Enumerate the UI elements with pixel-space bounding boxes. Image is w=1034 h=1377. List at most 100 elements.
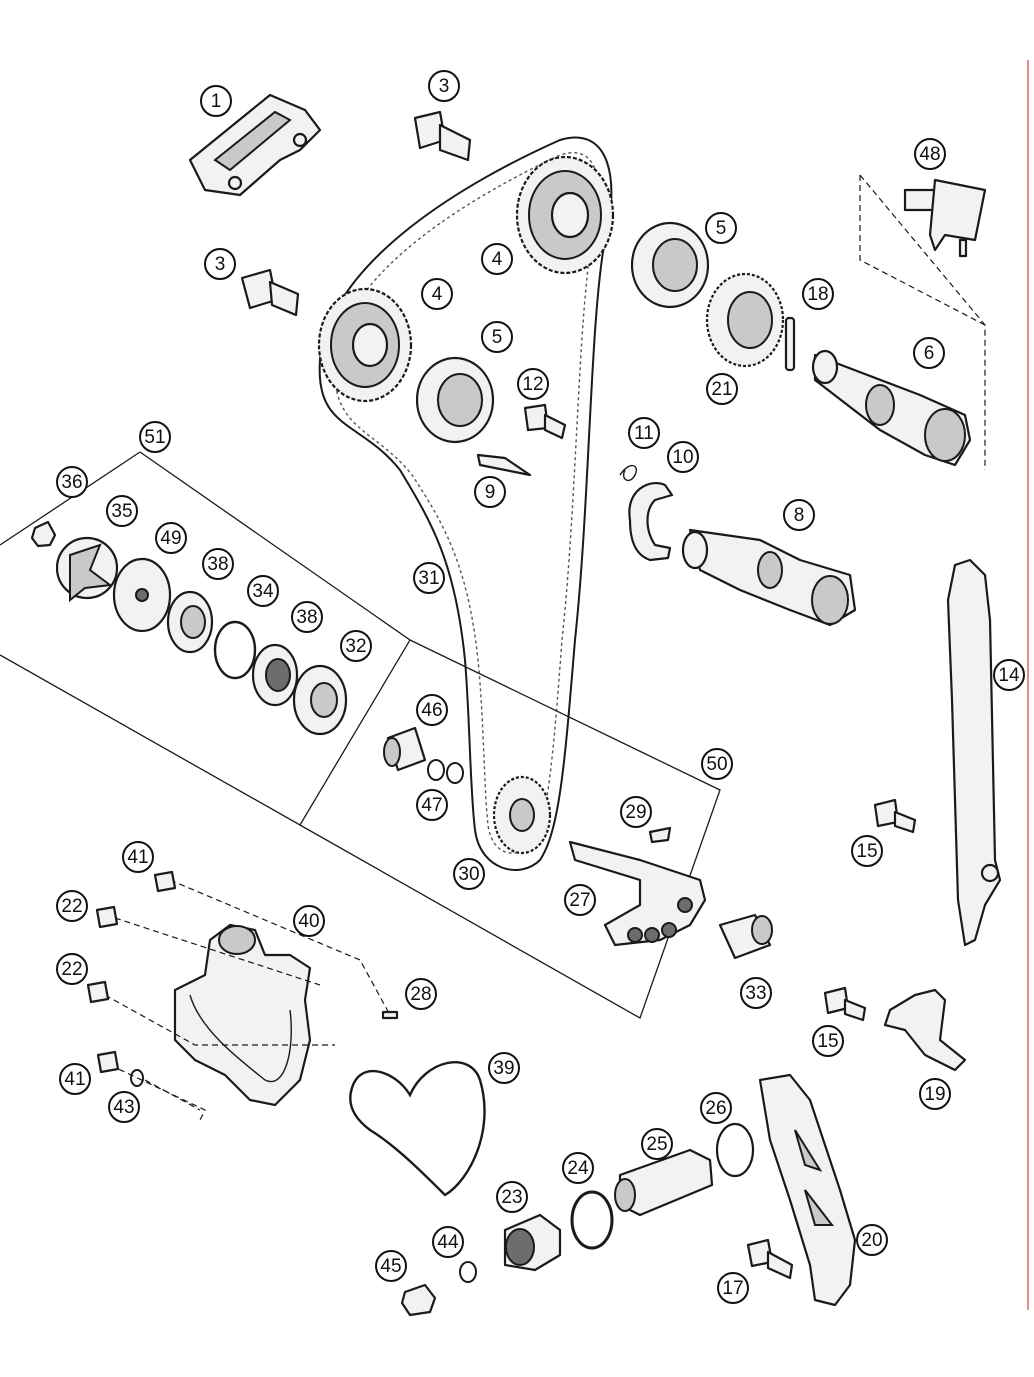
callout-40: 40 — [293, 905, 325, 937]
callout-22-upper: 22 — [56, 890, 88, 922]
callout-34: 34 — [247, 575, 279, 607]
callout-26: 26 — [700, 1092, 732, 1124]
dowel-28 — [381, 1010, 399, 1020]
callout-24: 24 — [562, 1152, 594, 1184]
bolt-12 — [523, 403, 567, 440]
callout-14: 14 — [993, 659, 1025, 691]
bearing-left — [415, 356, 495, 444]
callout-5-left: 5 — [481, 321, 513, 353]
guide-piece-19 — [883, 988, 967, 1072]
callout-8: 8 — [783, 499, 815, 531]
tensioner-plug-23 — [503, 1213, 562, 1272]
bolts-left-pump — [86, 870, 177, 1087]
callout-4-upper: 4 — [481, 243, 513, 275]
camshaft-sprocket-left — [317, 287, 413, 403]
bolt-15-upper — [873, 798, 917, 834]
gear-49 — [112, 557, 172, 633]
timing-chain — [318, 136, 613, 871]
bolt-15-lower — [823, 986, 867, 1022]
callout-12: 12 — [517, 368, 549, 400]
callout-20: 20 — [856, 1224, 888, 1256]
camshaft-sprocket-upper — [515, 155, 615, 275]
key-29 — [648, 826, 672, 844]
callout-3-left: 3 — [204, 248, 236, 280]
circlip-34 — [213, 620, 257, 680]
callout-30: 30 — [453, 858, 485, 890]
callout-19: 19 — [919, 1078, 951, 1110]
callout-18: 18 — [802, 278, 834, 310]
callout-38-right: 38 — [291, 601, 323, 633]
balancer-shaft-27 — [568, 840, 707, 947]
callout-49: 49 — [155, 522, 187, 554]
callout-39: 39 — [488, 1052, 520, 1084]
pin — [784, 316, 796, 372]
callout-46: 46 — [416, 694, 448, 726]
callout-1: 1 — [200, 85, 232, 117]
sprocket-bolt-left — [240, 268, 300, 317]
washer-44 — [459, 1261, 477, 1283]
callout-50: 50 — [701, 748, 733, 780]
callout-25: 25 — [641, 1128, 673, 1160]
bracket-part — [188, 93, 322, 197]
seal-38-right — [251, 643, 299, 707]
decompressor-lever — [619, 464, 674, 562]
tensioner-piston-25 — [614, 1148, 714, 1217]
callout-41-lower: 41 — [59, 1063, 91, 1095]
callout-51: 51 — [139, 421, 171, 453]
callout-9: 9 — [474, 476, 506, 508]
clip-9 — [476, 453, 532, 477]
camshaft-sensor — [859, 174, 987, 470]
callout-32: 32 — [340, 630, 372, 662]
callout-28: 28 — [405, 978, 437, 1010]
exhaust-camshaft — [681, 528, 857, 627]
callout-4-left: 4 — [421, 278, 453, 310]
sprocket-bolt-top — [413, 110, 472, 162]
callout-27: 27 — [564, 884, 596, 916]
callout-48: 48 — [914, 138, 946, 170]
callout-23: 23 — [496, 1181, 528, 1213]
needle-bearing-33 — [718, 913, 773, 960]
callout-43: 43 — [108, 1091, 140, 1123]
callout-44: 44 — [432, 1226, 464, 1258]
callout-15-upper: 15 — [851, 835, 883, 867]
tensioner-rail — [946, 558, 1002, 947]
callout-36: 36 — [56, 466, 88, 498]
bushing-46 — [383, 726, 427, 772]
callout-11: 11 — [628, 417, 660, 449]
callout-47: 47 — [416, 789, 448, 821]
decompressor-gear — [705, 272, 785, 368]
crankshaft-sprocket-30 — [492, 775, 552, 855]
bolt-17 — [746, 1238, 794, 1280]
o-ring-26 — [715, 1122, 755, 1178]
assembly-lines — [104, 879, 391, 1121]
chain-guide-rail — [758, 1073, 857, 1307]
callout-10: 10 — [667, 441, 699, 473]
bearing-right — [630, 221, 710, 309]
intake-camshaft — [811, 349, 972, 467]
bearing-32 — [292, 664, 348, 736]
callout-35: 35 — [106, 495, 138, 527]
water-pump-impeller — [55, 536, 119, 603]
seal-ring-24 — [570, 1190, 614, 1250]
washers-47 — [427, 759, 464, 784]
callout-21: 21 — [706, 373, 738, 405]
callout-6: 6 — [913, 337, 945, 369]
callout-15-lower: 15 — [812, 1025, 844, 1057]
callout-41-upper: 41 — [122, 841, 154, 873]
callout-33: 33 — [740, 977, 772, 1009]
callout-45: 45 — [375, 1250, 407, 1282]
seal-38-left — [166, 590, 214, 654]
water-pump-group-frame — [0, 451, 411, 826]
plug-45 — [400, 1283, 437, 1317]
callout-38-left: 38 — [202, 548, 234, 580]
callout-17: 17 — [717, 1272, 749, 1304]
callout-5-right: 5 — [705, 212, 737, 244]
callout-3-top: 3 — [428, 70, 460, 102]
callout-22-lower: 22 — [56, 953, 88, 985]
water-pump-cover — [173, 923, 312, 1107]
gasket-39 — [349, 1061, 486, 1197]
nut-36 — [30, 520, 57, 548]
callout-31: 31 — [413, 562, 445, 594]
